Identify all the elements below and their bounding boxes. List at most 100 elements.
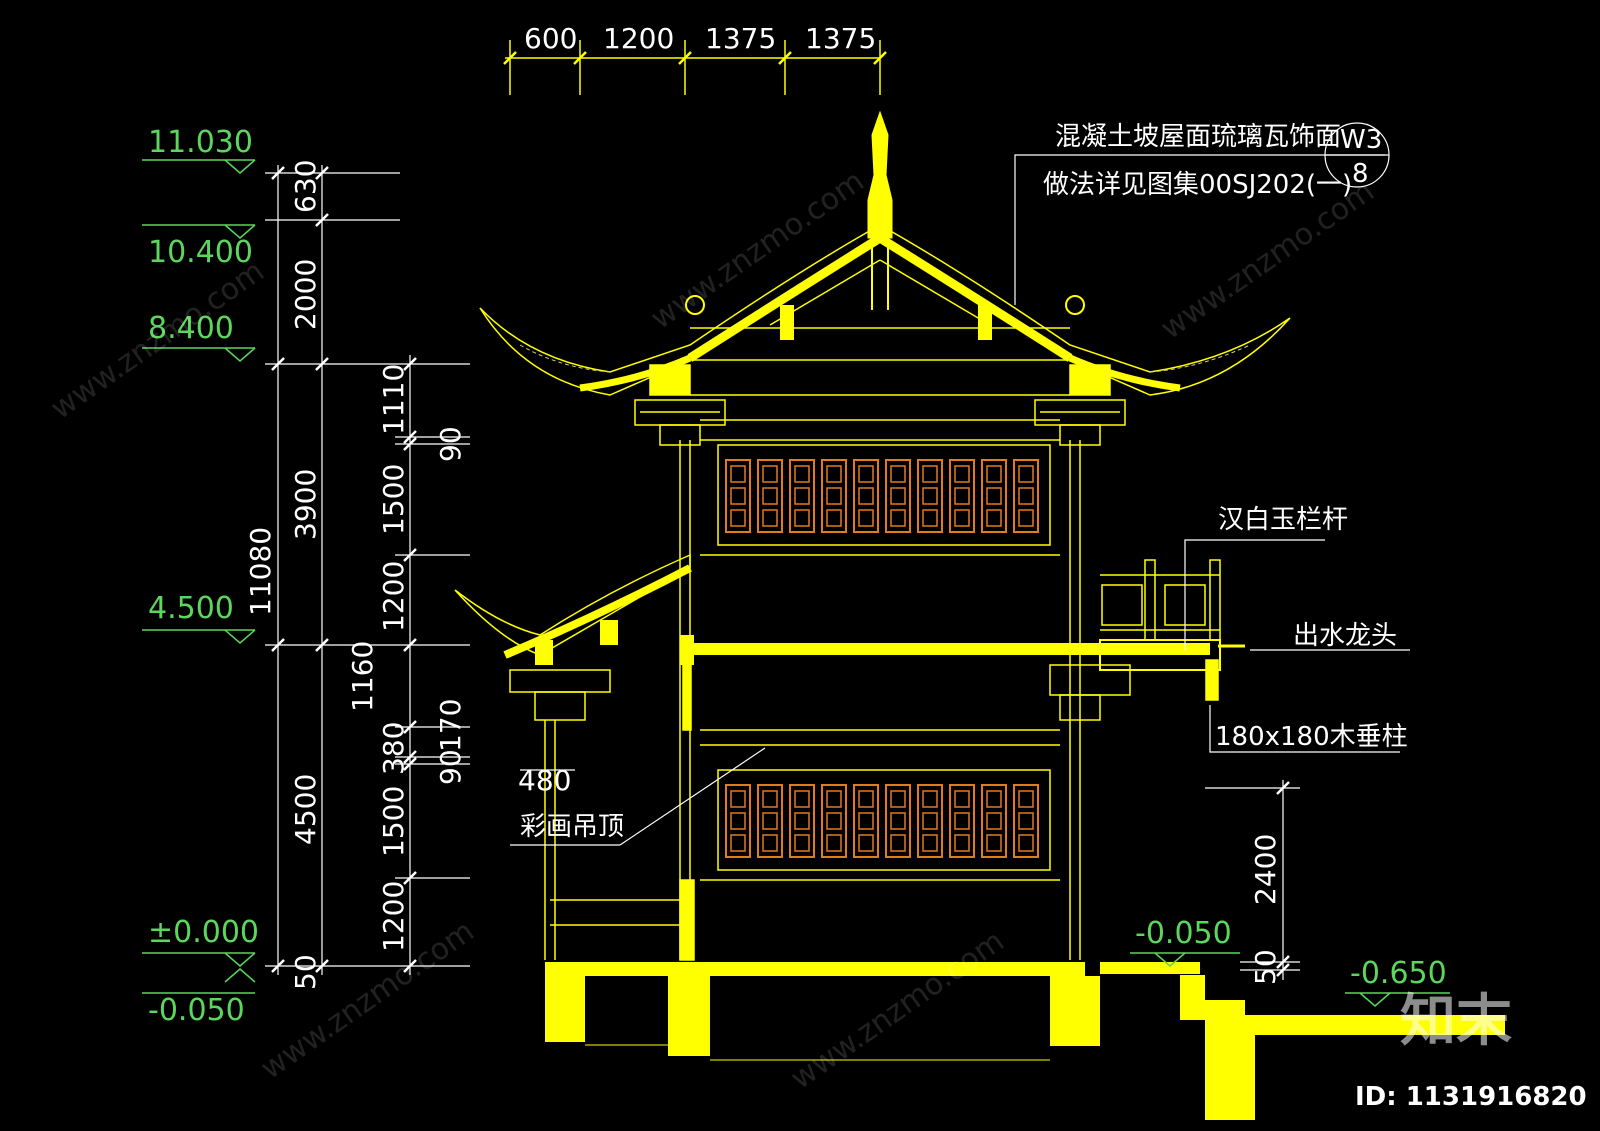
elevation-11030: 11.030 bbox=[148, 125, 253, 160]
dim-90b: 90 bbox=[434, 749, 467, 785]
right-dimension-ticks bbox=[1276, 781, 1290, 977]
dim-2400: 2400 bbox=[1249, 834, 1282, 905]
window-lattice-cell bbox=[890, 834, 906, 852]
dim-1500b: 1500 bbox=[377, 786, 410, 857]
window-lattice-cell bbox=[986, 834, 1002, 852]
window-lattice-cell bbox=[730, 834, 746, 852]
window-lattice-cell bbox=[730, 487, 746, 505]
window-lattice-cell bbox=[986, 509, 1002, 527]
leader-lines bbox=[510, 122, 1410, 846]
watermark-site-1: www.znzmo.com bbox=[45, 254, 271, 427]
elevation-10400: 10.400 bbox=[148, 235, 253, 270]
elevation-markers-left bbox=[142, 159, 256, 994]
window-lattice-cell bbox=[858, 509, 874, 527]
window-panel bbox=[821, 784, 847, 858]
window-lattice-cell bbox=[826, 812, 842, 830]
window-lattice-cell bbox=[922, 790, 938, 808]
window-lattice-cell bbox=[730, 790, 746, 808]
upper-brackets bbox=[634, 364, 1126, 446]
window-lattice-cell bbox=[794, 790, 810, 808]
window-lattice-cell bbox=[922, 834, 938, 852]
window-panel bbox=[789, 459, 815, 533]
window-lattice-cell bbox=[922, 812, 938, 830]
elevation-minus-0050-left: -0.050 bbox=[148, 993, 245, 1028]
window-panel bbox=[917, 459, 943, 533]
window-panel bbox=[853, 784, 879, 858]
window-lattice-cell bbox=[794, 812, 810, 830]
window-panel bbox=[981, 784, 1007, 858]
lower-window-lattice bbox=[725, 784, 1039, 858]
dim-1200b: 1200 bbox=[377, 881, 410, 952]
spout-note: 出水龙头 bbox=[1293, 621, 1397, 651]
window-lattice-cell bbox=[762, 487, 778, 505]
window-lattice-cell bbox=[762, 509, 778, 527]
dim-1110: 1110 bbox=[377, 364, 410, 435]
foundation bbox=[545, 962, 1505, 1120]
top-dim-600: 600 bbox=[524, 22, 577, 55]
dim-380: 380 bbox=[377, 722, 410, 775]
dim-50-left: 50 bbox=[289, 954, 322, 990]
mid-floor-slab bbox=[680, 635, 1210, 665]
window-lattice-cell bbox=[730, 465, 746, 483]
window-lattice-cell bbox=[858, 790, 874, 808]
elevation-8400: 8.400 bbox=[148, 311, 234, 346]
window-lattice-cell bbox=[954, 465, 970, 483]
window-lattice-cell bbox=[986, 465, 1002, 483]
balcony-railing bbox=[1049, 559, 1221, 721]
upper-floor bbox=[679, 359, 1081, 960]
window-panel bbox=[757, 784, 783, 858]
lower-floor bbox=[544, 659, 1060, 961]
window-lattice-cell bbox=[1018, 487, 1034, 505]
dim-480: 480 bbox=[518, 764, 571, 797]
dim-4500: 4500 bbox=[289, 774, 322, 845]
detail-ref-bottom: 8 bbox=[1352, 159, 1369, 189]
window-panel bbox=[885, 459, 911, 533]
ceiling-note: 彩画吊顶 bbox=[520, 812, 624, 842]
dim-170: 170 bbox=[434, 699, 467, 752]
window-panel bbox=[981, 459, 1007, 533]
window-lattice-cell bbox=[890, 487, 906, 505]
window-lattice-cell bbox=[858, 812, 874, 830]
vertical-dimension-lines bbox=[265, 165, 470, 975]
window-lattice-cell bbox=[922, 509, 938, 527]
window-lattice-cell bbox=[826, 509, 842, 527]
window-lattice-cell bbox=[794, 509, 810, 527]
post-note: 180x180木垂柱 bbox=[1215, 722, 1408, 752]
window-lattice-cell bbox=[954, 812, 970, 830]
roof-note-line2: 做法详见图集00SJ202(一) bbox=[1043, 170, 1352, 200]
window-lattice-cell bbox=[954, 509, 970, 527]
watermark-logo: 知末 bbox=[1400, 989, 1512, 1054]
window-lattice-cell bbox=[890, 509, 906, 527]
window-lattice-cell bbox=[794, 487, 810, 505]
elevation-minus-0650: -0.650 bbox=[1350, 956, 1447, 991]
window-lattice-cell bbox=[794, 834, 810, 852]
dim-630: 630 bbox=[289, 160, 322, 213]
window-panel bbox=[917, 784, 943, 858]
window-lattice-cell bbox=[730, 509, 746, 527]
window-lattice-cell bbox=[762, 812, 778, 830]
dim-90a: 90 bbox=[434, 426, 467, 462]
window-lattice-cell bbox=[922, 487, 938, 505]
window-panel bbox=[757, 459, 783, 533]
window-panel bbox=[885, 784, 911, 858]
window-lattice-cell bbox=[986, 812, 1002, 830]
upper-window-lattice bbox=[725, 459, 1039, 533]
upper-roof bbox=[479, 110, 1291, 396]
window-lattice-cell bbox=[1018, 509, 1034, 527]
window-panel bbox=[821, 459, 847, 533]
detail-ref-top: W3 bbox=[1340, 125, 1382, 155]
window-lattice-cell bbox=[1018, 790, 1034, 808]
watermark-id: ID: 1131916820 bbox=[1355, 1082, 1587, 1112]
window-lattice-cell bbox=[762, 834, 778, 852]
window-panel bbox=[949, 459, 975, 533]
elevation-0000: ±0.000 bbox=[148, 915, 259, 950]
dim-1160: 1160 bbox=[346, 641, 379, 712]
window-panel bbox=[789, 784, 815, 858]
window-lattice-cell bbox=[986, 790, 1002, 808]
elevation-minus-0050-right: -0.050 bbox=[1135, 916, 1232, 951]
window-lattice-cell bbox=[954, 834, 970, 852]
window-lattice-cell bbox=[762, 465, 778, 483]
window-lattice-cell bbox=[954, 487, 970, 505]
window-lattice-cell bbox=[762, 790, 778, 808]
window-lattice-cell bbox=[954, 790, 970, 808]
